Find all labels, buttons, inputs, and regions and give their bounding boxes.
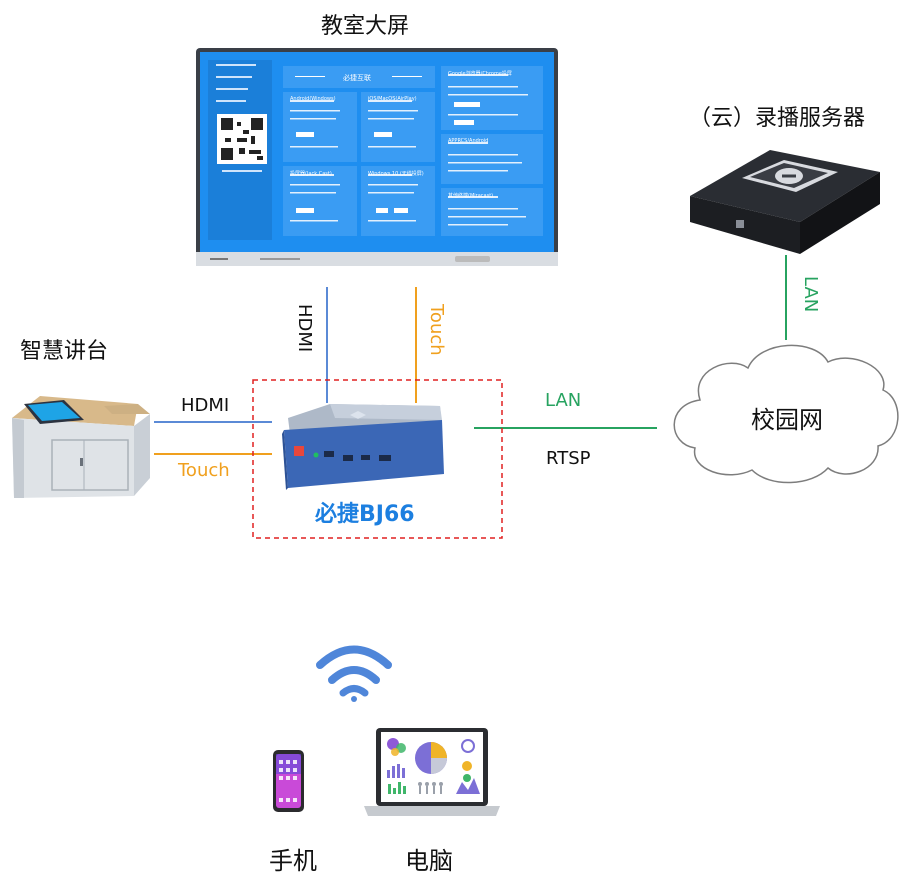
campus-net-label: 校园网 xyxy=(751,406,823,434)
bj66-device xyxy=(282,404,444,490)
phone-label: 手机 xyxy=(269,847,317,875)
net-rtsp-label: RTSP xyxy=(546,448,591,469)
campus-network-cloud xyxy=(673,344,899,484)
smart-podium xyxy=(12,396,150,498)
device-name-label: 必捷BJ66 xyxy=(315,502,415,527)
screen-panel-title: APPRCS/Android xyxy=(448,138,489,144)
computer-label: 电脑 xyxy=(405,847,453,875)
screen-panel-title: Google浏览器/Chrome投屏 xyxy=(448,71,512,77)
recording-server xyxy=(690,150,880,254)
screen-touch-label: Touch xyxy=(426,304,447,356)
classroom-screen: 必捷互联 xyxy=(196,48,558,266)
screen-hdmi-label: HDMI xyxy=(294,304,315,353)
qr-code xyxy=(217,114,267,164)
screen-panel-title: iOS/MacOS(AirPlay) xyxy=(368,96,417,102)
screen-panel-title: Android(Windows) xyxy=(290,96,336,102)
podium-label: 智慧讲台 xyxy=(20,339,109,364)
screen-panel-title: 投屏器(Jack Cast) xyxy=(290,171,332,177)
screen-label: 教室大屏 xyxy=(321,14,410,39)
phone-icon xyxy=(273,750,304,812)
server-label: （云）录播服务器 xyxy=(689,106,866,131)
wifi-icon xyxy=(316,645,392,702)
screen-logo-text: 必捷互联 xyxy=(343,73,371,82)
podium-hdmi-label: HDMI xyxy=(181,395,230,416)
server-lan-label: LAN xyxy=(800,276,821,313)
laptop-icon xyxy=(364,728,500,816)
device-highlight-box xyxy=(252,379,503,539)
screen-panel-title: Windows 10 (无线投屏) xyxy=(368,171,424,177)
net-lan-label: LAN xyxy=(545,390,582,411)
podium-touch-label: Touch xyxy=(178,460,230,481)
screen-panel-title: 其他终端(Miracast) xyxy=(448,193,494,199)
